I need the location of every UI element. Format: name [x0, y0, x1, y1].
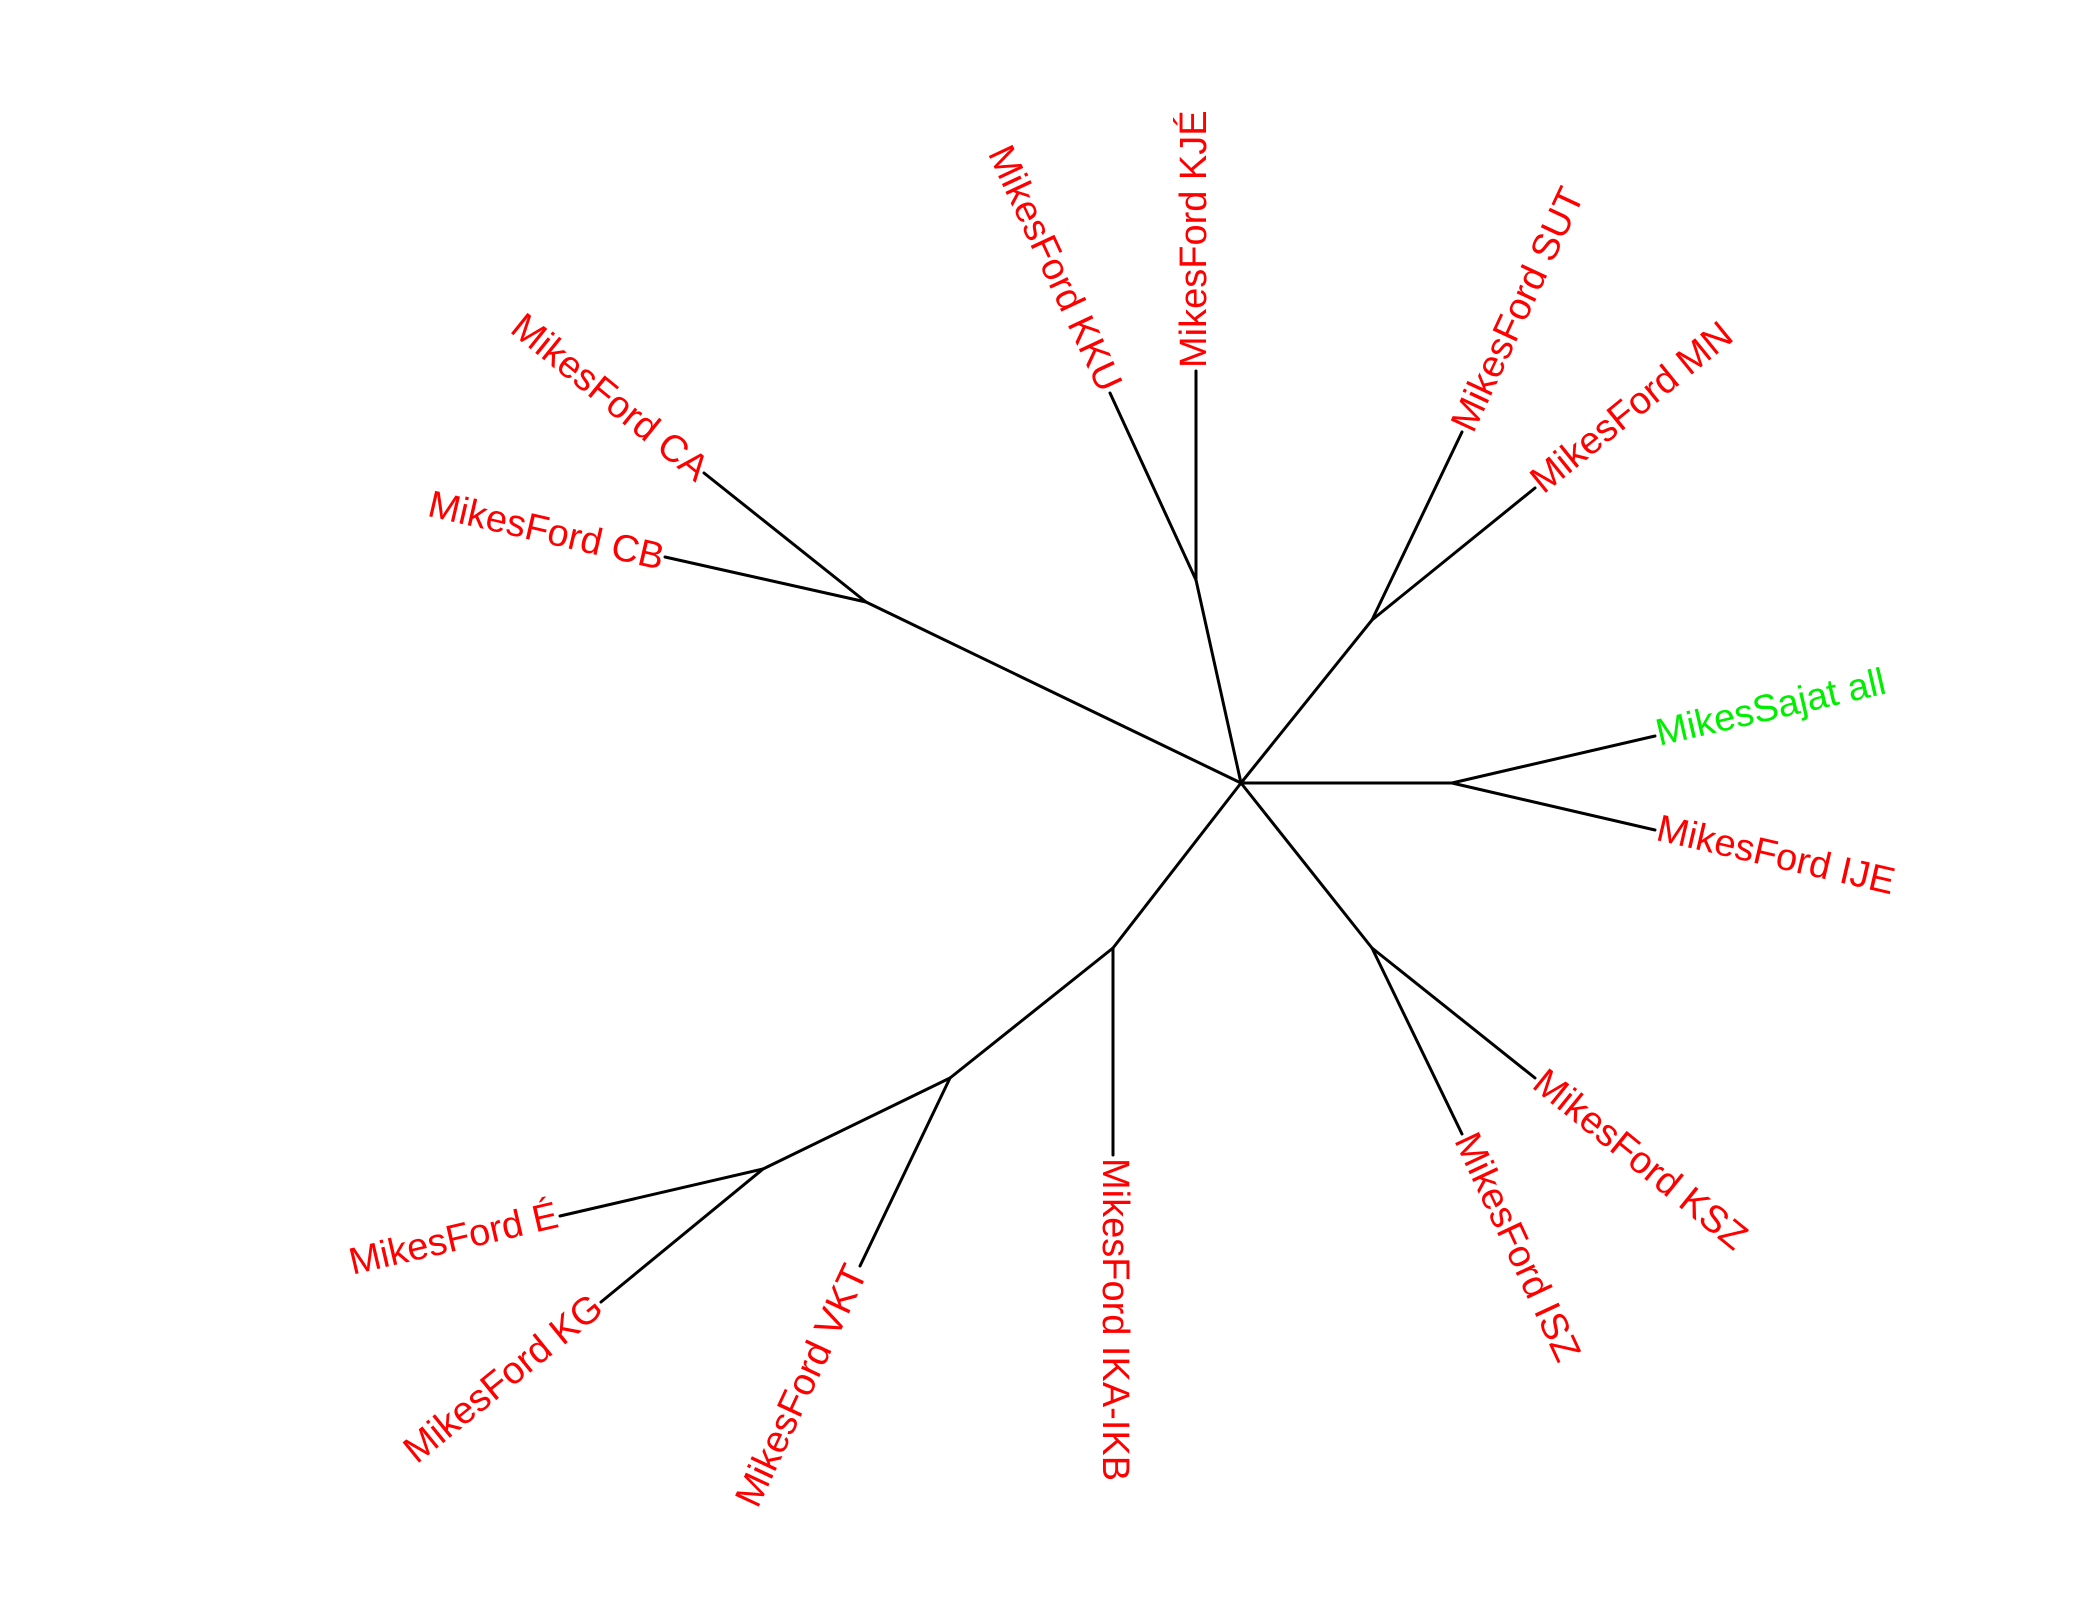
tip-label-ije: MikesFord IJE [1653, 808, 1899, 904]
branch-isz [1370, 946, 1464, 1136]
tip-label-mn: MikesFord MN [1523, 314, 1741, 502]
branch-mn [1370, 486, 1537, 622]
branch-ije [1450, 781, 1657, 832]
branch-root-nkk [1194, 578, 1243, 785]
tip-label-vkt: MikesFord VKT [728, 1258, 877, 1513]
tip-label-ika: MikesFord IKA-IKB [1094, 1158, 1136, 1481]
branch-ca [702, 471, 868, 604]
branch-root-ncbca [864, 600, 1243, 785]
tip-label-ca: MikesFord CA [503, 306, 717, 491]
branch-cb [663, 555, 868, 604]
branch-nlow-nvkg [948, 946, 1115, 1080]
tip-label-isz: MikesFord ISZ [1446, 1126, 1588, 1368]
tree-branches [558, 369, 1657, 1304]
branch-sut [1370, 430, 1464, 622]
tip-label-ksz: MikesFord KSZ [1525, 1061, 1755, 1258]
branch-root-nlow [1111, 781, 1243, 950]
tip-label-kje: MikesFord KJÉ [1172, 110, 1215, 368]
tip-label-cb: MikesFord CB [424, 483, 668, 578]
branch-root-nsm [1239, 618, 1374, 785]
branch-root-nki [1239, 781, 1374, 950]
branch-e [558, 1167, 765, 1218]
tip-label-e: MikesFord É [345, 1194, 562, 1284]
branch-nvkg-nkge [761, 1076, 952, 1171]
branch-sajat [1450, 734, 1657, 785]
tip-label-sajat: MikesSajat all [1652, 661, 1890, 755]
tip-label-kku: MikesFord KKU [979, 139, 1130, 398]
branch-ksz [1370, 946, 1537, 1080]
tip-label-kg: MikesFord KG [396, 1286, 611, 1471]
branch-kku [1108, 391, 1198, 582]
branch-vkt [858, 1076, 952, 1268]
branch-kg [599, 1167, 765, 1304]
tip-label-sut: MikesFord SUT [1443, 181, 1593, 438]
